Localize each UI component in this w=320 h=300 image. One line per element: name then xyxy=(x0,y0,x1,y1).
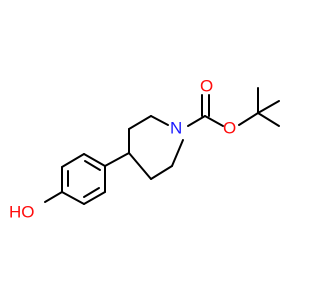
phenol-ring xyxy=(61,153,106,205)
hydroxyl-bond xyxy=(44,191,63,203)
ring-bond xyxy=(61,191,85,205)
ring-bond xyxy=(128,152,152,180)
tbutyl-methyl-bond xyxy=(257,100,280,114)
aryl-piperidine-bond xyxy=(104,152,130,167)
ring-bond xyxy=(83,191,106,205)
ester-tbutyl-bond xyxy=(238,112,259,126)
ring-bond xyxy=(150,115,169,126)
ring-bond xyxy=(171,139,184,167)
carbonyl-oxygen-label: O xyxy=(200,77,213,96)
tbutyl-methyl-bond xyxy=(257,112,280,127)
hydroxyl-label: HO xyxy=(9,203,35,222)
molecule-structure: HO N O O xyxy=(9,77,280,222)
aromatic-double-bond xyxy=(84,160,101,171)
ring-bond xyxy=(83,153,106,167)
nitrogen-carbonyl-bond xyxy=(187,115,206,127)
ring-bond xyxy=(150,165,173,180)
aromatic-double-bond xyxy=(83,187,100,198)
piperidine-ring xyxy=(128,115,184,180)
ester-oxygen-label: O xyxy=(223,119,236,138)
ring-bond xyxy=(128,115,152,130)
nitrogen-label: N xyxy=(170,119,182,138)
ring-bond xyxy=(61,153,85,168)
ester-bond xyxy=(204,115,224,127)
